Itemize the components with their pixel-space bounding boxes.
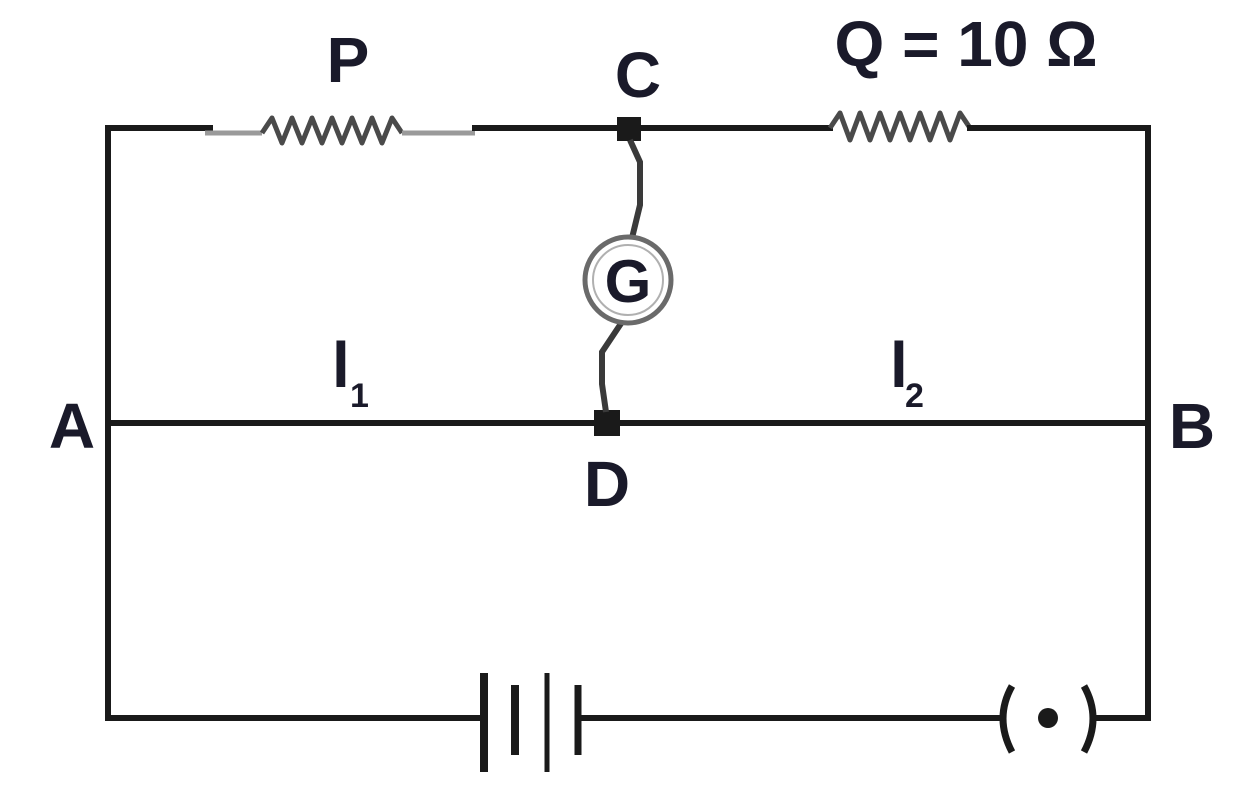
- label-p: P: [327, 24, 370, 96]
- resistor-p-icon: [259, 115, 405, 146]
- label-l1: l 1: [332, 329, 369, 415]
- junction-c-dot: [617, 117, 641, 141]
- resistor-q-icon: [827, 110, 973, 143]
- label-l2-subscript: 2: [905, 377, 924, 415]
- battery-icon: [480, 673, 582, 772]
- galvanometer-icon: G: [582, 234, 674, 326]
- label-q-value: Q = 10 Ω: [835, 8, 1098, 80]
- galvanometer-lead-bottom: [599, 320, 625, 413]
- label-l1-subscript: 1: [350, 377, 369, 415]
- plug-key-icon: [999, 684, 1097, 754]
- label-l2-letter: l: [890, 329, 908, 401]
- label-l2: l 2: [890, 329, 924, 415]
- label-d: D: [584, 448, 630, 520]
- galvanometer-label: G: [605, 248, 652, 315]
- label-c: C: [615, 39, 661, 111]
- galvanometer-lead-top: [627, 138, 643, 239]
- label-b: B: [1169, 390, 1215, 462]
- junction-d-dot: [594, 410, 620, 436]
- label-a: A: [49, 390, 95, 462]
- label-l1-letter: l: [332, 329, 350, 401]
